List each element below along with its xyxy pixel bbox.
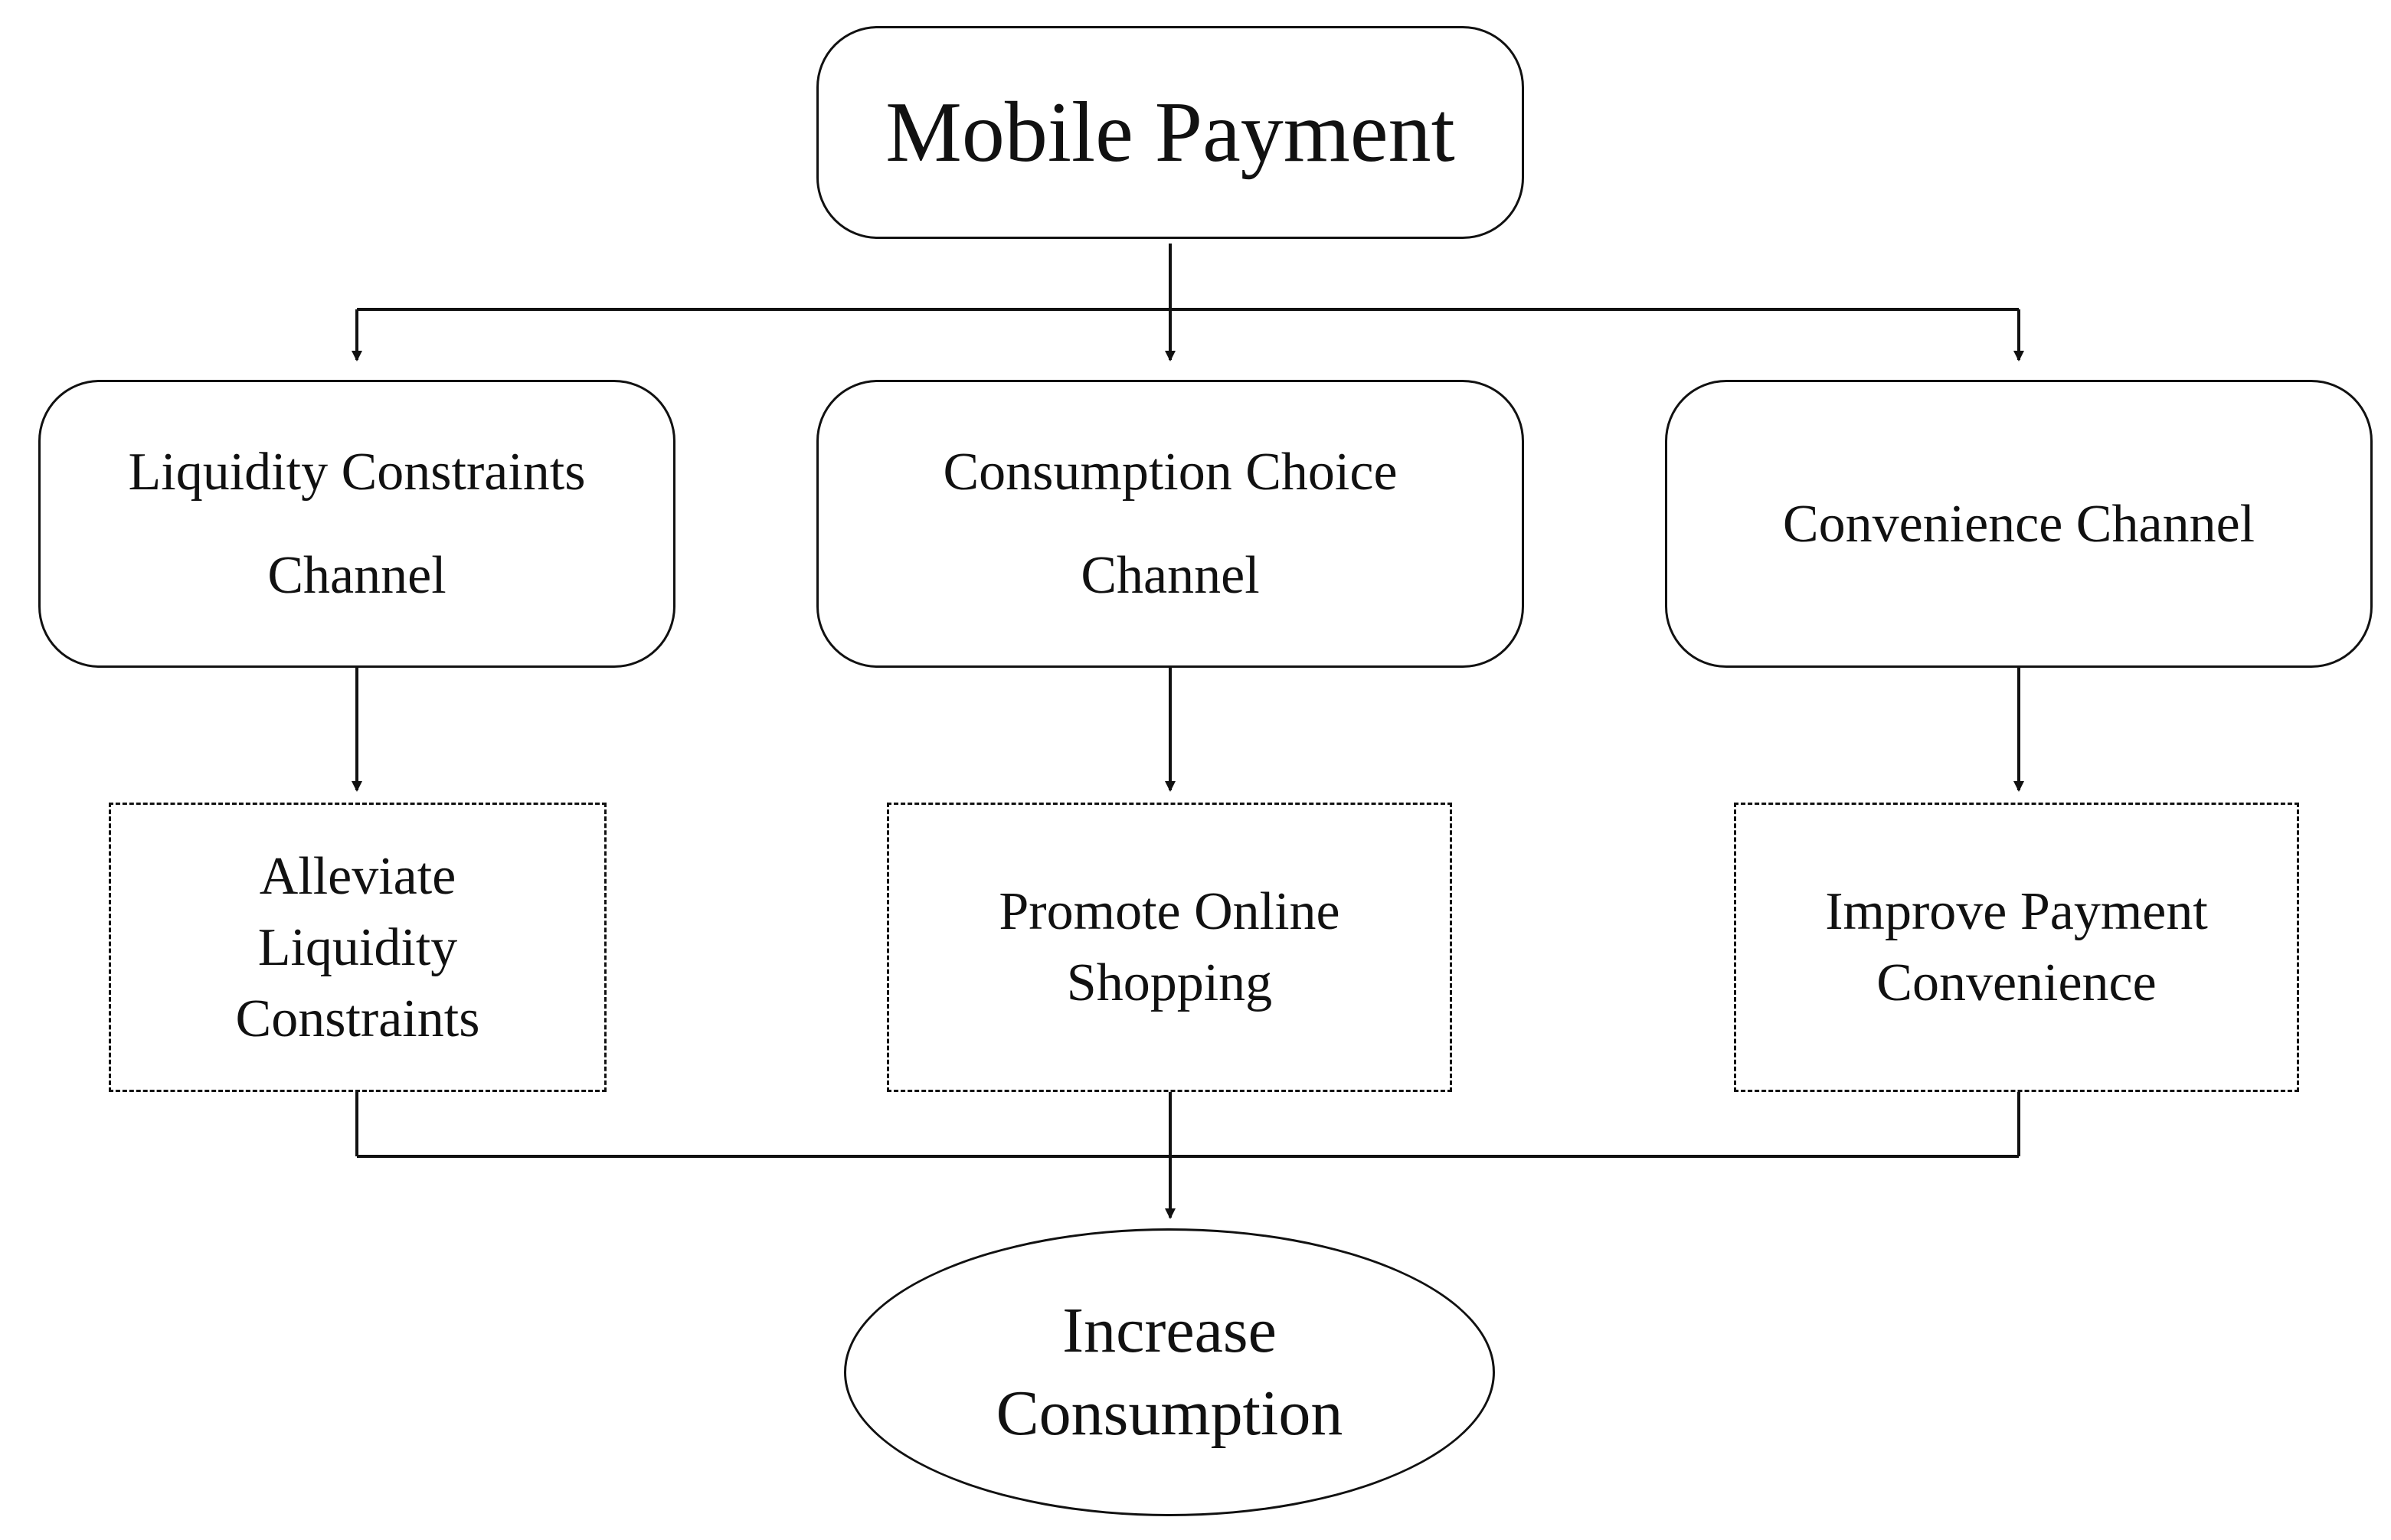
channel-node-liquidity-constraints: Liquidity Constraints Channel [38, 380, 675, 668]
mechanism-label-line: Alleviate [259, 846, 456, 906]
mechanism-label-line: Convenience [1876, 953, 2157, 1012]
mechanism-node-alleviate-liquidity: Alleviate Liquidity Constraints [109, 803, 607, 1092]
outcome-label-line: Consumption [996, 1378, 1343, 1449]
outcome-node-increase-consumption: Increase Consumption [844, 1228, 1495, 1516]
channel-node-convenience: Convenience Channel [1665, 380, 2373, 668]
root-node-label: Mobile Payment [885, 84, 1455, 180]
channel-label-line: Consumption Choice [943, 443, 1398, 502]
mechanism-label-line: Shopping [1066, 953, 1273, 1012]
mechanism-node-payment-convenience: Improve Payment Convenience [1734, 803, 2299, 1092]
mechanism-label-line: Improve Payment [1825, 882, 2208, 941]
mechanism-label-line: Constraints [235, 989, 480, 1048]
mechanism-label-line: Liquidity [257, 917, 458, 977]
outcome-label-line: Increase [1062, 1295, 1277, 1366]
channel-label-line: Liquidity Constraints [128, 443, 586, 502]
channel-node-consumption-choice: Consumption Choice Channel [816, 380, 1524, 668]
mechanism-label-line: Promote Online [999, 882, 1340, 941]
channel-label-line: Convenience Channel [1782, 494, 2255, 554]
root-node-mobile-payment: Mobile Payment [816, 26, 1524, 239]
mechanism-node-online-shopping: Promote Online Shopping [887, 803, 1452, 1092]
channel-label-line: Channel [267, 546, 446, 605]
channel-label-line: Channel [1081, 546, 1260, 605]
